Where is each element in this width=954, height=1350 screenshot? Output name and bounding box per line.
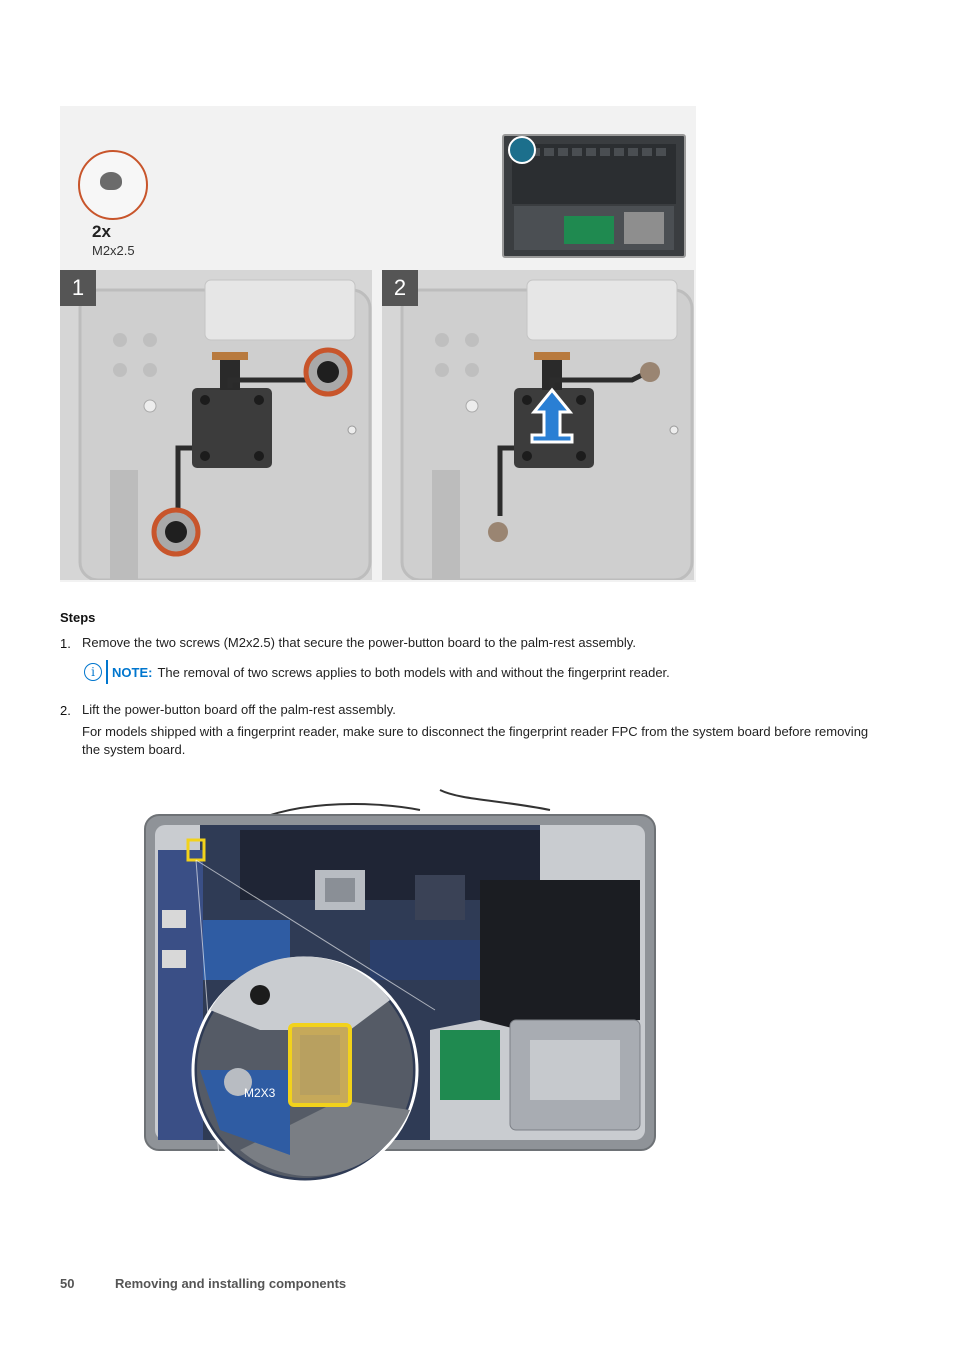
step-2-text: Lift the power-button board off the palm… <box>82 702 396 717</box>
page-number: 50 <box>60 1276 75 1291</box>
step-1-label: 1 <box>60 270 96 306</box>
step-2-number: 2. <box>60 703 71 718</box>
system-board-illustration: M2X3 <box>144 789 656 1184</box>
steps-heading: Steps <box>60 610 96 625</box>
overview-illustration <box>508 136 676 250</box>
figure-2-system-board: M2X3 <box>140 770 660 1190</box>
note-divider <box>106 660 108 684</box>
lift-arrow-icon <box>530 387 574 444</box>
zoom-label: M2X3 <box>244 1086 276 1100</box>
step-2-illustration <box>382 270 694 580</box>
step-2-paragraph: For models shipped with a fingerprint re… <box>82 724 869 757</box>
step-1-illustration <box>60 270 372 580</box>
screw-size: M2x2.5 <box>92 243 135 258</box>
step-1-text: Remove the two screws (M2x2.5) that secu… <box>82 635 636 650</box>
note-label: NOTE: <box>112 664 153 680</box>
note-text: The removal of two screws applies to bot… <box>157 664 670 680</box>
step-1-panel: 1 <box>60 270 372 580</box>
step-2-panel: 2 <box>382 270 694 580</box>
screw-icon <box>100 172 122 190</box>
info-icon: i <box>84 663 102 681</box>
footer-section-title: Removing and installing components <box>115 1276 347 1291</box>
overview-image <box>502 134 686 258</box>
step-2-label: 2 <box>382 270 418 306</box>
note: i NOTE: The removal of two screws applie… <box>84 660 670 684</box>
screw-quantity: 2x <box>92 222 111 241</box>
step-1-number: 1. <box>60 636 71 651</box>
